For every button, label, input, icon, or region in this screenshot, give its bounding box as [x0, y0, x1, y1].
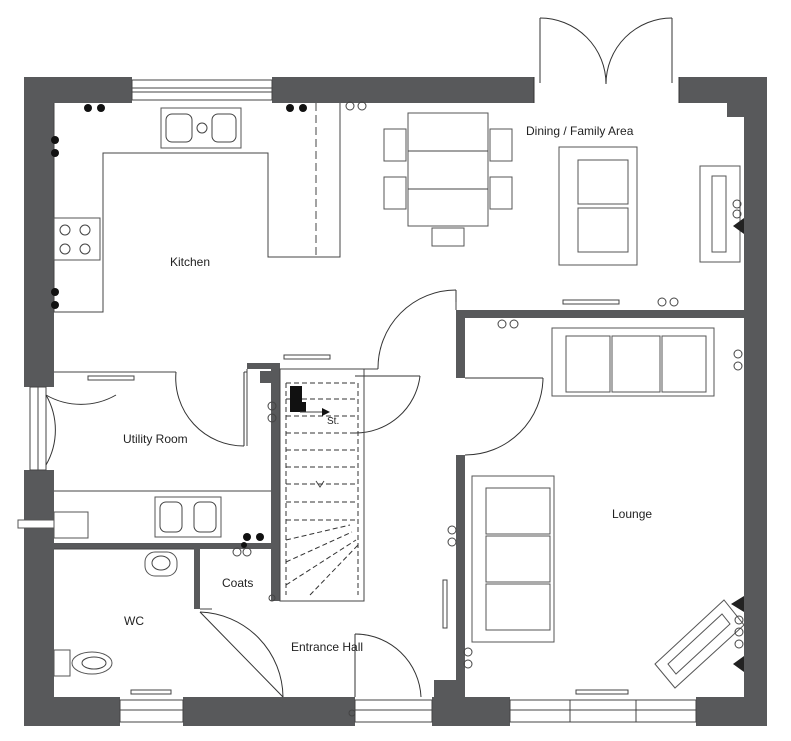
wall-right	[744, 77, 767, 726]
radiator	[442, 579, 448, 629]
wall-left-lower	[24, 470, 54, 726]
windows	[29, 79, 697, 723]
window-hall-door	[354, 699, 433, 723]
dining-armchair	[558, 146, 638, 266]
dining-chair	[431, 227, 465, 247]
lounge-fireplace	[654, 596, 745, 689]
basin	[144, 551, 178, 577]
doors	[45, 289, 544, 698]
stair-start-label: St.	[327, 416, 339, 427]
socket	[97, 104, 105, 112]
wall-left-upper	[24, 77, 54, 387]
socket	[286, 104, 294, 112]
wall-lounge-top	[456, 310, 744, 318]
wc-fixtures	[53, 551, 178, 677]
radiator	[130, 689, 172, 695]
kitchen-sink	[160, 107, 242, 149]
window-wc	[119, 699, 184, 723]
room-label-wc: WC	[124, 614, 144, 628]
radiator	[87, 375, 135, 381]
wall-stair-corner	[260, 371, 271, 383]
socket	[241, 542, 247, 548]
radiator	[562, 299, 620, 305]
window-kitchen	[131, 79, 273, 101]
french-door-right-arc	[605, 17, 673, 85]
dining-table	[407, 112, 489, 227]
partitions	[54, 302, 457, 610]
wall-bottom-right-b	[696, 697, 767, 726]
socket	[243, 533, 251, 541]
wall-top-middle	[272, 77, 534, 103]
door-utility-arc	[175, 371, 245, 447]
door-front-arc	[354, 633, 422, 698]
wall-lounge-left-lower	[456, 455, 465, 697]
utility-sink	[154, 496, 222, 538]
room-label-coats: Coats	[222, 576, 253, 590]
room-label-lounge: Lounge	[612, 507, 652, 521]
wall-stair-top	[247, 363, 280, 369]
wall-utility-bottom	[54, 543, 271, 549]
french-door-left-arc	[539, 17, 607, 85]
radiator	[283, 354, 331, 360]
wall-bottom-right-a	[432, 697, 510, 726]
door-wc-leaf	[199, 611, 284, 698]
socket	[51, 149, 59, 157]
kitchen-units	[53, 103, 341, 313]
walls	[24, 77, 767, 726]
socket	[51, 288, 59, 296]
door-utility-ext-arc	[45, 394, 56, 466]
room-label-dining: Dining / Family Area	[526, 124, 634, 138]
socket	[51, 301, 59, 309]
utility-units	[17, 490, 271, 539]
wall-stair-left	[271, 367, 280, 601]
kitchen-worktop	[53, 103, 341, 313]
door-kitchen-hall-arc	[377, 289, 457, 370]
socket	[256, 533, 264, 541]
room-label-hall: Entrance Hall	[291, 640, 363, 654]
door-lounge-arc	[464, 377, 544, 456]
socket	[51, 136, 59, 144]
wall-bottom-left	[24, 697, 120, 726]
dining-set	[383, 112, 513, 247]
french-doors	[533, 17, 680, 103]
socket	[84, 104, 92, 112]
wall-right-pier	[727, 103, 744, 117]
switches	[232, 101, 744, 717]
room-label-kitchen: Kitchen	[170, 255, 210, 269]
door-wc-arc	[199, 611, 284, 698]
toilet-cistern	[53, 649, 71, 677]
lounge-sofa-top	[551, 327, 715, 397]
wall-lounge-corner	[434, 680, 456, 697]
toilet-bowl	[71, 651, 113, 675]
dining-chair	[383, 128, 407, 162]
wall-lounge-left-upper	[456, 310, 465, 378]
room-label-utility: Utility Room	[123, 432, 188, 446]
boiler	[53, 511, 89, 539]
wall-bottom-mid	[183, 697, 355, 726]
radiator	[575, 689, 629, 695]
staircase: St.	[279, 368, 365, 602]
radiators	[87, 299, 629, 695]
window-lounge	[509, 699, 697, 723]
socket	[299, 104, 307, 112]
dining-chair	[383, 176, 407, 210]
dining-chair	[489, 128, 513, 162]
dining-fireplace	[699, 165, 744, 263]
door-hall-stair-arc	[354, 375, 421, 434]
sockets	[51, 104, 307, 548]
lounge-sofa-left	[471, 475, 555, 643]
wall-wc-right	[194, 543, 200, 609]
room-labels: Kitchen Dining / Family Area Utility Roo…	[123, 124, 652, 654]
hob	[53, 217, 101, 261]
dining-chair	[489, 176, 513, 210]
